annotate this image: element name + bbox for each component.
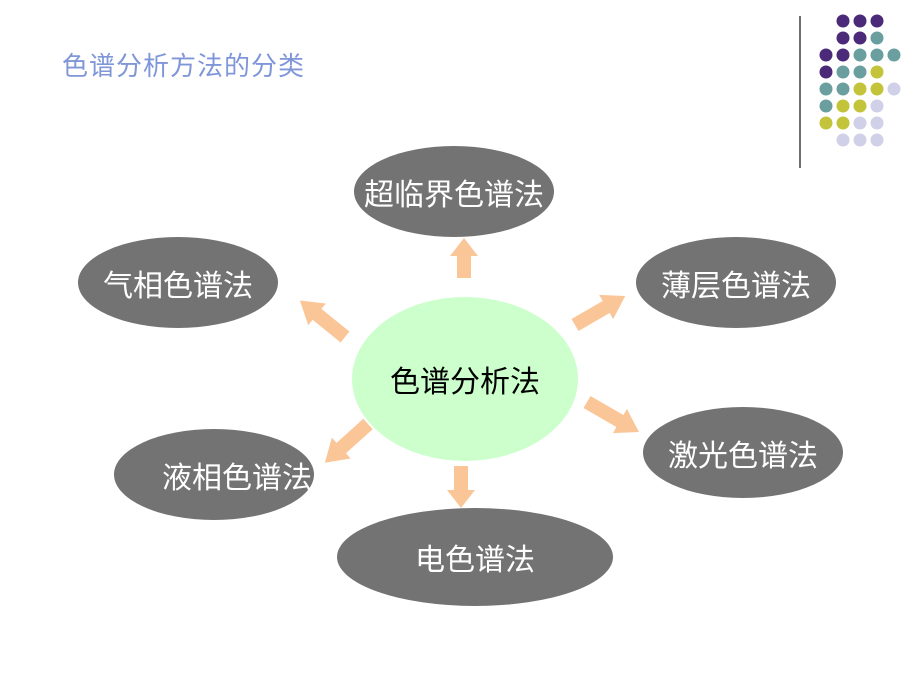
center-node: 色谱分析法 [352,297,578,461]
center-node-label: 色谱分析法 [390,365,540,400]
node-laser-label: 激光色谱法 [668,438,818,474]
node-thin-layer: 薄层色谱法 [636,237,836,328]
arrow-to-liquid [324,418,373,463]
node-electro: 电色谱法 [337,508,613,606]
arrow-to-electro [447,466,475,508]
node-thin-layer-label: 薄层色谱法 [661,268,811,304]
node-liquid: 液相色谱法 [114,429,314,520]
arrow-to-laser [583,395,639,434]
arrow-to-supercritical [450,238,478,278]
node-supercritical-label: 超临界色谱法 [364,177,544,213]
node-gas-label: 气相色谱法 [103,268,253,304]
node-electro-label: 电色谱法 [415,543,535,578]
node-gas: 气相色谱法 [78,237,278,328]
node-laser: 激光色谱法 [643,407,843,498]
arrow-to-thin-layer [571,294,626,332]
slide-title: 色谱分析方法的分类 [62,52,306,82]
node-liquid-label: 液相色谱法 [162,460,312,496]
node-supercritical: 超临界色谱法 [354,146,554,237]
arrow-to-gas [299,300,350,343]
